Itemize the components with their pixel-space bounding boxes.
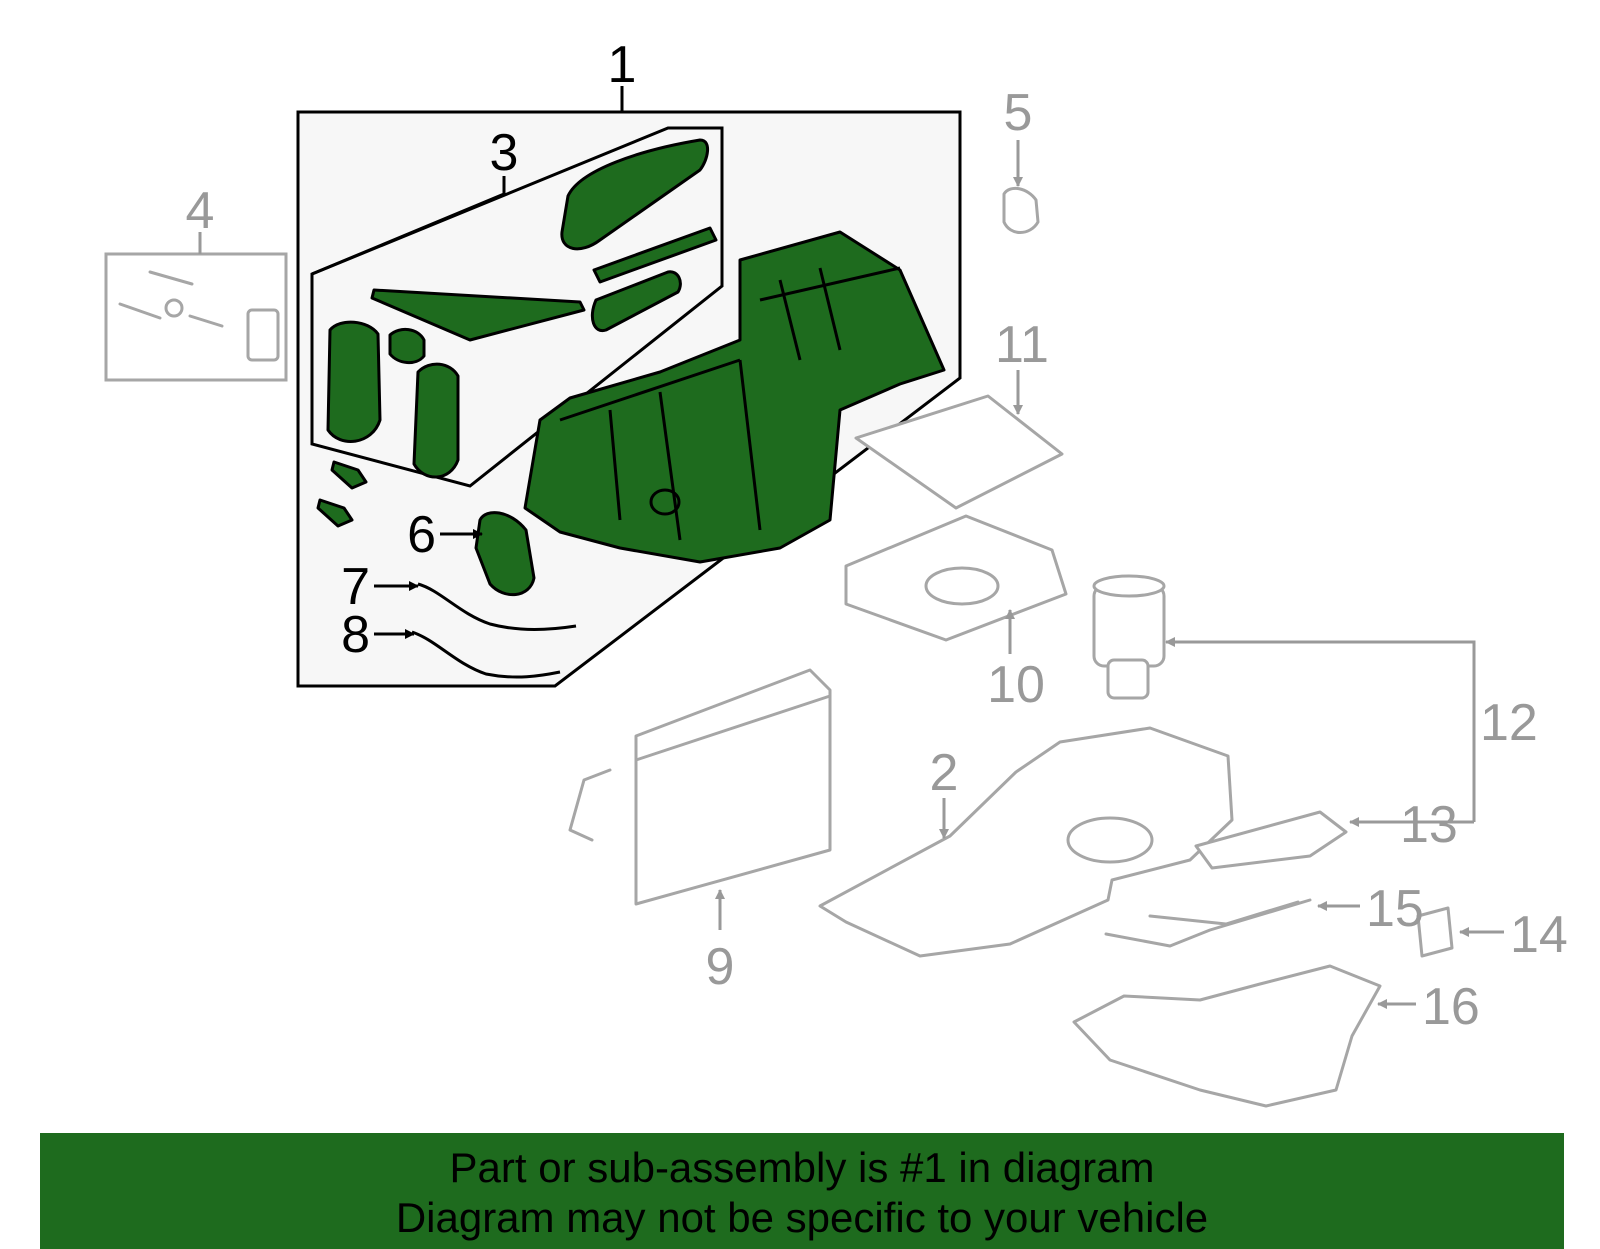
label-part-12: 12 bbox=[1480, 694, 1538, 752]
label-part-4: 4 bbox=[186, 182, 215, 240]
label-part-2: 2 bbox=[930, 744, 959, 802]
leader-3 bbox=[311, 176, 506, 276]
part-13-seal[interactable] bbox=[1194, 810, 1348, 870]
part-6-actuator[interactable] bbox=[474, 511, 536, 597]
part-10-opening bbox=[924, 566, 1000, 606]
assembly-bolts bbox=[316, 460, 368, 528]
part-5-sensor[interactable] bbox=[1002, 186, 1040, 234]
banner-line-2: Diagram may not be specific to your vehi… bbox=[395, 1194, 1209, 1241]
label-part-13: 13 bbox=[1400, 796, 1458, 854]
part-4-hardware-kit[interactable] bbox=[104, 252, 288, 382]
part-8-cable[interactable] bbox=[411, 630, 561, 679]
part-3-components[interactable] bbox=[326, 138, 718, 479]
label-part-11: 11 bbox=[995, 316, 1049, 374]
label-part-10: 10 bbox=[987, 656, 1045, 714]
label-part-16: 16 bbox=[1422, 978, 1480, 1036]
label-part-5: 5 bbox=[1004, 84, 1033, 142]
label-part-8: 8 bbox=[341, 606, 370, 664]
label-part-14: 14 bbox=[1510, 906, 1568, 964]
part-12-blower-motor[interactable] bbox=[1092, 574, 1166, 700]
exploded-parts-diagram: 1 3 4 5 6 7 8 11 10 12 2 13 15 14 9 16 bbox=[104, 36, 1568, 1108]
label-part-9: 9 bbox=[706, 938, 735, 996]
label-part-6: 6 bbox=[407, 506, 436, 564]
part-16-lower-tray[interactable] bbox=[1072, 964, 1382, 1108]
label-part-15: 15 bbox=[1366, 880, 1424, 938]
info-banner: Part or sub-assembly is #1 in diagram Di… bbox=[40, 1133, 1564, 1249]
leader-12-upper bbox=[1165, 637, 1476, 724]
part-2-lower-case[interactable] bbox=[818, 726, 1234, 958]
label-part-7: 7 bbox=[341, 558, 370, 616]
part-14-clip[interactable] bbox=[1416, 906, 1454, 958]
banner-line-1: Part or sub-assembly is #1 in diagram bbox=[449, 1144, 1155, 1191]
part-1-hvac-case[interactable] bbox=[523, 230, 946, 564]
label-part-1: 1 bbox=[608, 36, 637, 94]
part-9-evaporator[interactable] bbox=[568, 668, 832, 906]
part-15-bracket[interactable] bbox=[1104, 898, 1312, 948]
part-7-cable[interactable] bbox=[417, 582, 577, 631]
part-11-air-filter[interactable] bbox=[854, 394, 1064, 510]
label-part-3: 3 bbox=[490, 124, 519, 182]
